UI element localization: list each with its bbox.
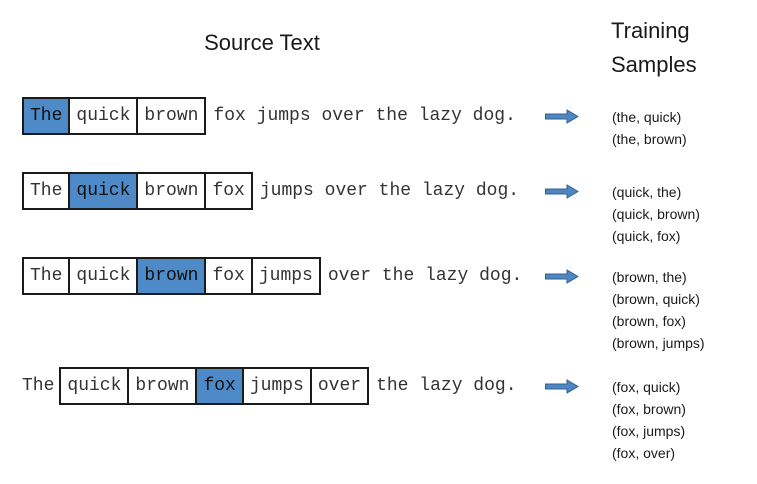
window-word: The xyxy=(22,172,71,210)
source-text-heading: Source Text xyxy=(204,30,320,55)
training-samples-list: (fox, quick) (fox, brown) (fox, jumps) (fox… xyxy=(612,376,686,464)
training-sample: (quick, brown) xyxy=(612,206,700,222)
window-center-word: quick xyxy=(68,172,139,210)
window-word: brown xyxy=(136,97,207,135)
training-samples-list: (the, quick) (the, brown) xyxy=(612,106,687,150)
training-sample: (fox, brown) xyxy=(612,401,686,417)
sentence-after-window: the lazy dog. xyxy=(376,376,517,396)
training-sample: (fox, jumps) xyxy=(612,423,686,439)
sentence-after-window: fox jumps over the lazy dog. xyxy=(213,106,516,126)
window-word: fox xyxy=(204,172,253,210)
training-sample: (quick, the) xyxy=(612,184,682,200)
training-sample: (the, quick) xyxy=(612,109,682,125)
sentence-before-window: The xyxy=(22,376,55,396)
window-word: over xyxy=(309,367,370,405)
training-sample: (brown, fox) xyxy=(612,313,686,329)
window-word: quick xyxy=(68,97,139,135)
right-arrow-icon xyxy=(545,184,579,199)
window-center-word: brown xyxy=(136,257,207,295)
window-word: jumps xyxy=(250,257,321,295)
right-arrow-icon xyxy=(545,379,579,394)
sentence-after-window: jumps over the lazy dog. xyxy=(259,181,520,201)
window-word: brown xyxy=(136,172,207,210)
training-samples-list: (brown, the) (brown, quick) (brown, fox) (b… xyxy=(612,266,705,354)
training-sample: (fox, quick) xyxy=(612,379,681,395)
window-center-word: The xyxy=(22,97,71,135)
window-word: jumps xyxy=(241,367,312,405)
window-center-word: fox xyxy=(195,367,244,405)
right-arrow-icon xyxy=(545,109,579,124)
sentence-after-window: over the lazy dog. xyxy=(327,266,523,286)
training-sample: (quick, fox) xyxy=(612,228,681,244)
window-word: The xyxy=(22,257,71,295)
training-sample: (brown, quick) xyxy=(612,291,700,307)
window-word: fox xyxy=(204,257,253,295)
right-arrow-icon xyxy=(545,269,579,284)
training-sample: (fox, over) xyxy=(612,445,676,461)
window-word: brown xyxy=(127,367,198,405)
training-sample: (brown, jumps) xyxy=(612,335,705,351)
window-word: quick xyxy=(68,257,139,295)
window-word: quick xyxy=(59,367,130,405)
training-sample: (the, brown) xyxy=(612,131,687,147)
training-samples-list: (quick, the) (quick, brown) (quick, fox) xyxy=(612,181,700,247)
training-samples-heading: Training Samples xyxy=(611,18,697,77)
training-sample: (brown, the) xyxy=(612,269,687,285)
